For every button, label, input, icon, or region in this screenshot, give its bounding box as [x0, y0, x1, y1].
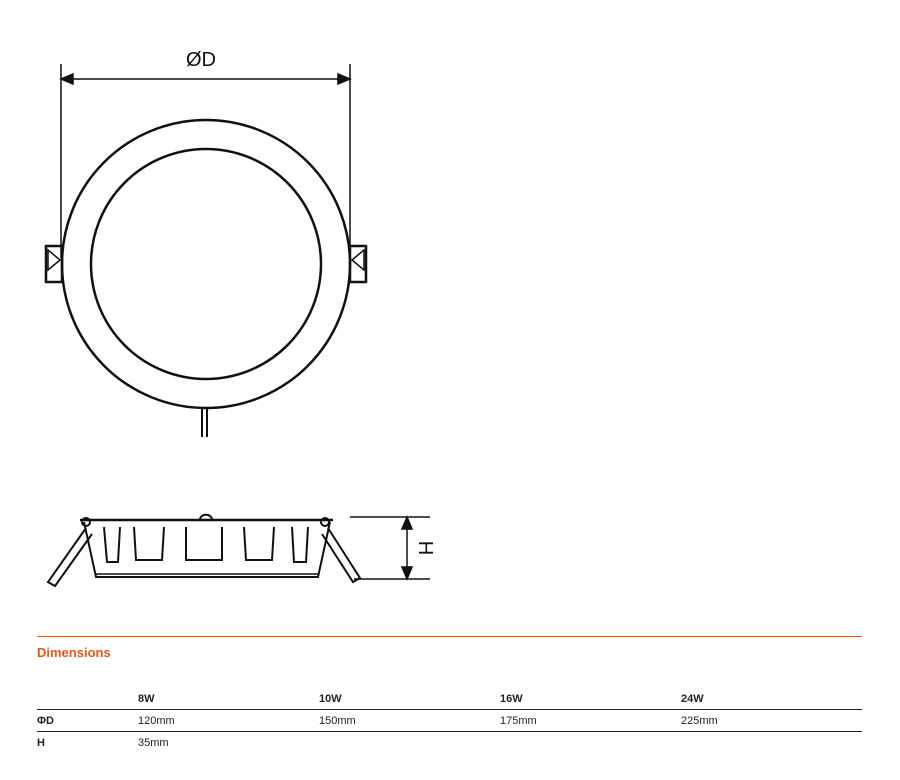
dimensions-table: 8W 10W 16W 24W ΦD 120mm 150mm 175mm 225m…	[37, 688, 862, 753]
height-label: H	[414, 541, 436, 555]
row-label-height: H	[37, 736, 45, 749]
technical-drawing: ØD H	[44, 49, 436, 588]
table-header-10w: 10W	[319, 688, 500, 710]
downlight-top-view	[44, 118, 368, 437]
section-title: Dimensions	[37, 645, 111, 660]
table-cell	[319, 732, 500, 754]
table-cell: 120mm	[138, 709, 319, 732]
section-divider	[37, 636, 862, 637]
table-cell: 150mm	[319, 709, 500, 732]
height-dimension	[350, 515, 430, 581]
table-header-16w: 16W	[500, 688, 681, 710]
table-row: ΦD 120mm 150mm 175mm 225mm	[37, 709, 862, 732]
table-header-8w: 8W	[138, 688, 319, 710]
table-header-empty	[37, 688, 138, 710]
diameter-label: ØD	[186, 49, 216, 71]
downlight-side-view	[46, 513, 362, 588]
table-cell: 225mm	[681, 709, 862, 732]
table-cell: 175mm	[500, 709, 681, 732]
table-header-24w: 24W	[681, 688, 862, 710]
table-cell: 35mm	[138, 736, 169, 749]
table-row: H 35mm	[37, 732, 862, 754]
diameter-dimension	[59, 64, 352, 258]
row-label-diameter: ΦD	[37, 709, 138, 732]
table-header-row: 8W 10W 16W 24W	[37, 688, 862, 710]
table-cell	[681, 732, 862, 754]
table-cell	[500, 732, 681, 754]
